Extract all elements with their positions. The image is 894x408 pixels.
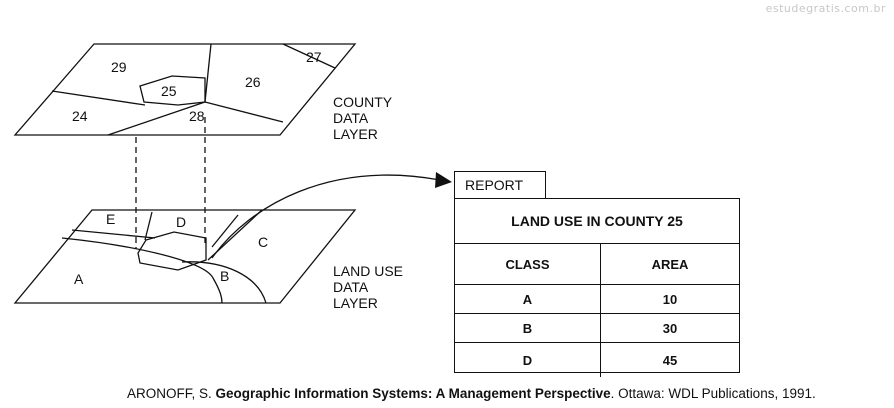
table-row: D 45 [455, 342, 739, 377]
landuse-label-line-1: LAND USE [333, 263, 404, 279]
county-boundary-27 [282, 43, 336, 69]
landuse-label-B: B [220, 268, 229, 284]
county-layer-outline [13, 43, 357, 136]
arrow-to-report [211, 174, 441, 259]
county-label-28: 28 [189, 108, 205, 124]
landuse-label-A: A [74, 271, 84, 287]
landuse-label-E: E [106, 211, 115, 227]
citation-title: Geographic Information Systems: A Manage… [215, 386, 611, 401]
landuse-boundary-C-right [211, 214, 239, 248]
header-class: CLASS [455, 244, 601, 285]
county-boundary-26-bottom [204, 101, 284, 123]
report-table: CLASS AREA A 10 B 30 D 45 [455, 244, 739, 377]
cell-class: B [455, 313, 601, 343]
landuse-boundary-A-outer [61, 237, 223, 304]
landuse-label-D: D [176, 214, 186, 230]
report-title: LAND USE IN COUNTY 25 [455, 199, 739, 244]
cell-area: 10 [600, 284, 739, 314]
landuse-boundary-E [71, 229, 156, 239]
county-label-line-2: DATA [333, 110, 369, 126]
report-box: LAND USE IN COUNTY 25 CLASS AREA A 10 B … [454, 198, 740, 377]
county-label-26: 26 [245, 74, 261, 90]
landuse-label-line-3: LAYER [333, 295, 378, 311]
county-polygon-25 [139, 75, 206, 106]
landuse-boundary-E-D [144, 211, 153, 241]
report-tab: REPORT [454, 171, 546, 199]
landuse-layer-outline [13, 209, 357, 304]
table-row: A 10 [455, 284, 739, 314]
cell-area: 45 [600, 342, 739, 377]
arrowhead-icon [435, 172, 452, 188]
cell-class: A [455, 284, 601, 314]
citation-rest: . Ottawa: WDL Publications, 1991. [610, 386, 816, 401]
county-boundary-26-left [204, 43, 212, 103]
county-boundary-29 [51, 90, 146, 106]
county-boundary-28 [107, 101, 206, 136]
citation: ARONOFF, S. Geographic Information Syste… [127, 386, 816, 401]
county-label-24: 24 [72, 108, 88, 124]
county-layer-label: COUNTY DATA LAYER [333, 94, 392, 142]
cell-area: 30 [600, 313, 739, 343]
landuse-layer-label: LAND USE DATA LAYER [333, 263, 403, 311]
table-row: B 30 [455, 313, 739, 343]
county-label-25: 25 [161, 83, 177, 99]
county-label-line-1: COUNTY [333, 94, 393, 110]
table-header-row: CLASS AREA [455, 244, 739, 285]
watermark: estudegratis.com.br [765, 2, 886, 15]
landuse-polygon-overlay-25 [137, 231, 207, 271]
landuse-label-line-2: DATA [333, 279, 369, 295]
landuse-label-C: C [258, 234, 268, 250]
county-label-29: 29 [111, 59, 127, 75]
county-label-27: 27 [306, 49, 322, 65]
citation-author: ARONOFF, S. [127, 386, 212, 401]
landuse-boundary-B-outer [181, 261, 267, 304]
county-label-line-3: LAYER [333, 126, 378, 142]
cell-class: D [455, 342, 601, 377]
header-area: AREA [600, 244, 739, 285]
